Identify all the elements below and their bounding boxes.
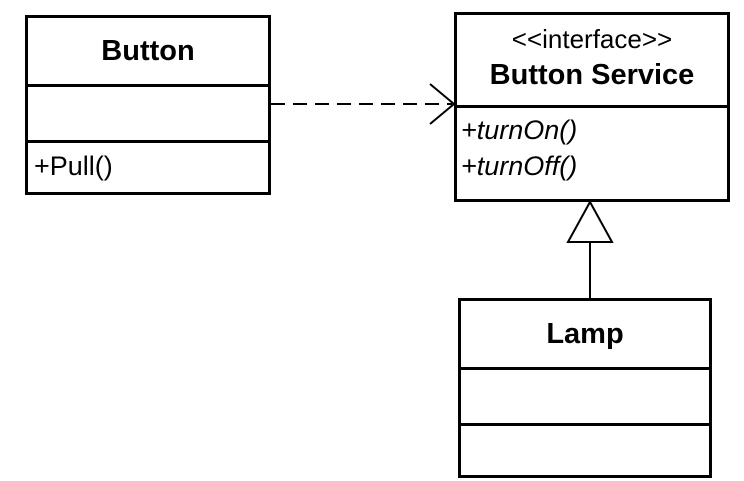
button-service-operation-turn-off: +turnOff() (461, 151, 578, 181)
lamp-class-operations-compartment (461, 423, 709, 475)
lamp-class-box[interactable]: Lamp (458, 298, 712, 478)
button-class-operations-compartment: +Pull() (28, 140, 268, 192)
button-class-name-compartment: Button (28, 18, 268, 84)
lamp-class-attributes-compartment (461, 367, 709, 423)
lamp-class-name: Lamp (546, 317, 624, 350)
button-class-name: Button (101, 34, 195, 67)
button-service-operations-compartment: +turnOn() +turnOff() (457, 105, 727, 199)
button-service-name-compartment: <<interface>> Button Service (457, 15, 727, 105)
realization-arrowhead (566, 199, 614, 243)
button-service-interface-box[interactable]: <<interface>> Button Service +turnOn() +… (454, 12, 730, 202)
button-service-name: Button Service (489, 59, 695, 91)
interface-stereotype: <<interface>> (511, 24, 673, 54)
button-class-box[interactable]: Button +Pull() (25, 15, 271, 195)
button-class-attributes-compartment (28, 84, 268, 140)
lamp-class-name-compartment: Lamp (461, 301, 709, 367)
button-operation-pull: +Pull() (34, 151, 113, 181)
button-service-operation-turn-on: +turnOn() (461, 115, 578, 145)
